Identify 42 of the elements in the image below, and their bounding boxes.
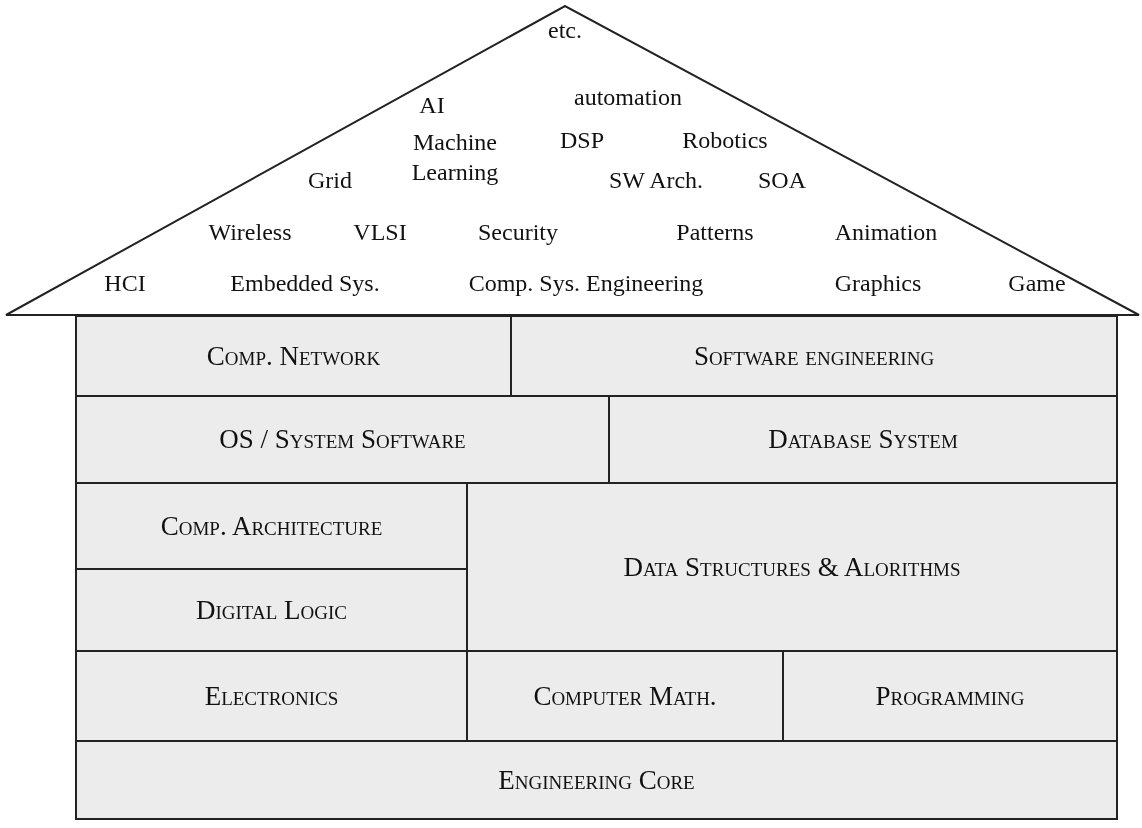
course-name: Software engineering <box>693 340 935 372</box>
roof-triangle <box>5 5 1140 317</box>
topic-text: Machine Learning <box>410 128 500 187</box>
topic-text: HCI <box>104 269 146 298</box>
topic-text: AI <box>419 91 445 120</box>
course-name: Data Structures & Alorithms <box>623 551 961 583</box>
course-name: Comp. Architecture <box>160 510 383 542</box>
course-name: Computer Math. <box>533 680 717 712</box>
topic-text: SOA <box>758 166 806 195</box>
course-box <box>782 650 1118 742</box>
topic-text: SW Arch. <box>608 166 704 195</box>
topic-text: etc. <box>548 16 582 45</box>
course-box <box>75 482 468 570</box>
topic-text: Security <box>478 218 558 247</box>
topic-text: Robotics <box>682 126 768 155</box>
course-name: Database System <box>768 424 958 455</box>
topic-text: DSP <box>560 126 604 155</box>
course-name: Electronics <box>204 680 339 712</box>
course-box <box>466 482 1118 652</box>
course-name: Engineering Core <box>498 764 695 796</box>
topic-text: Wireless <box>208 218 292 247</box>
topic-text: VLSI <box>353 218 407 247</box>
topic-text: Patterns <box>676 218 754 247</box>
topic-text: Game <box>1008 269 1066 298</box>
topic-text: Animation <box>834 218 938 247</box>
course-box <box>75 650 468 742</box>
course-box <box>608 395 1118 484</box>
course-box <box>510 315 1118 397</box>
topic-text: automation <box>574 83 682 112</box>
course-name: OS / System Software <box>219 424 466 455</box>
course-box <box>75 395 610 484</box>
topic-text: Comp. Sys. Engineering <box>468 269 704 298</box>
course-box <box>466 650 784 742</box>
course-box <box>75 740 1118 820</box>
topic-text: Graphics <box>834 269 922 298</box>
course-box <box>75 315 512 397</box>
course-name: Comp. Network <box>206 340 381 372</box>
course-name: Digital Logic <box>196 594 347 626</box>
course-name: Programming <box>875 680 1025 712</box>
topic-text: Embedded Sys. <box>230 269 380 298</box>
topic-text: Grid <box>308 166 352 195</box>
course-box <box>75 568 468 652</box>
